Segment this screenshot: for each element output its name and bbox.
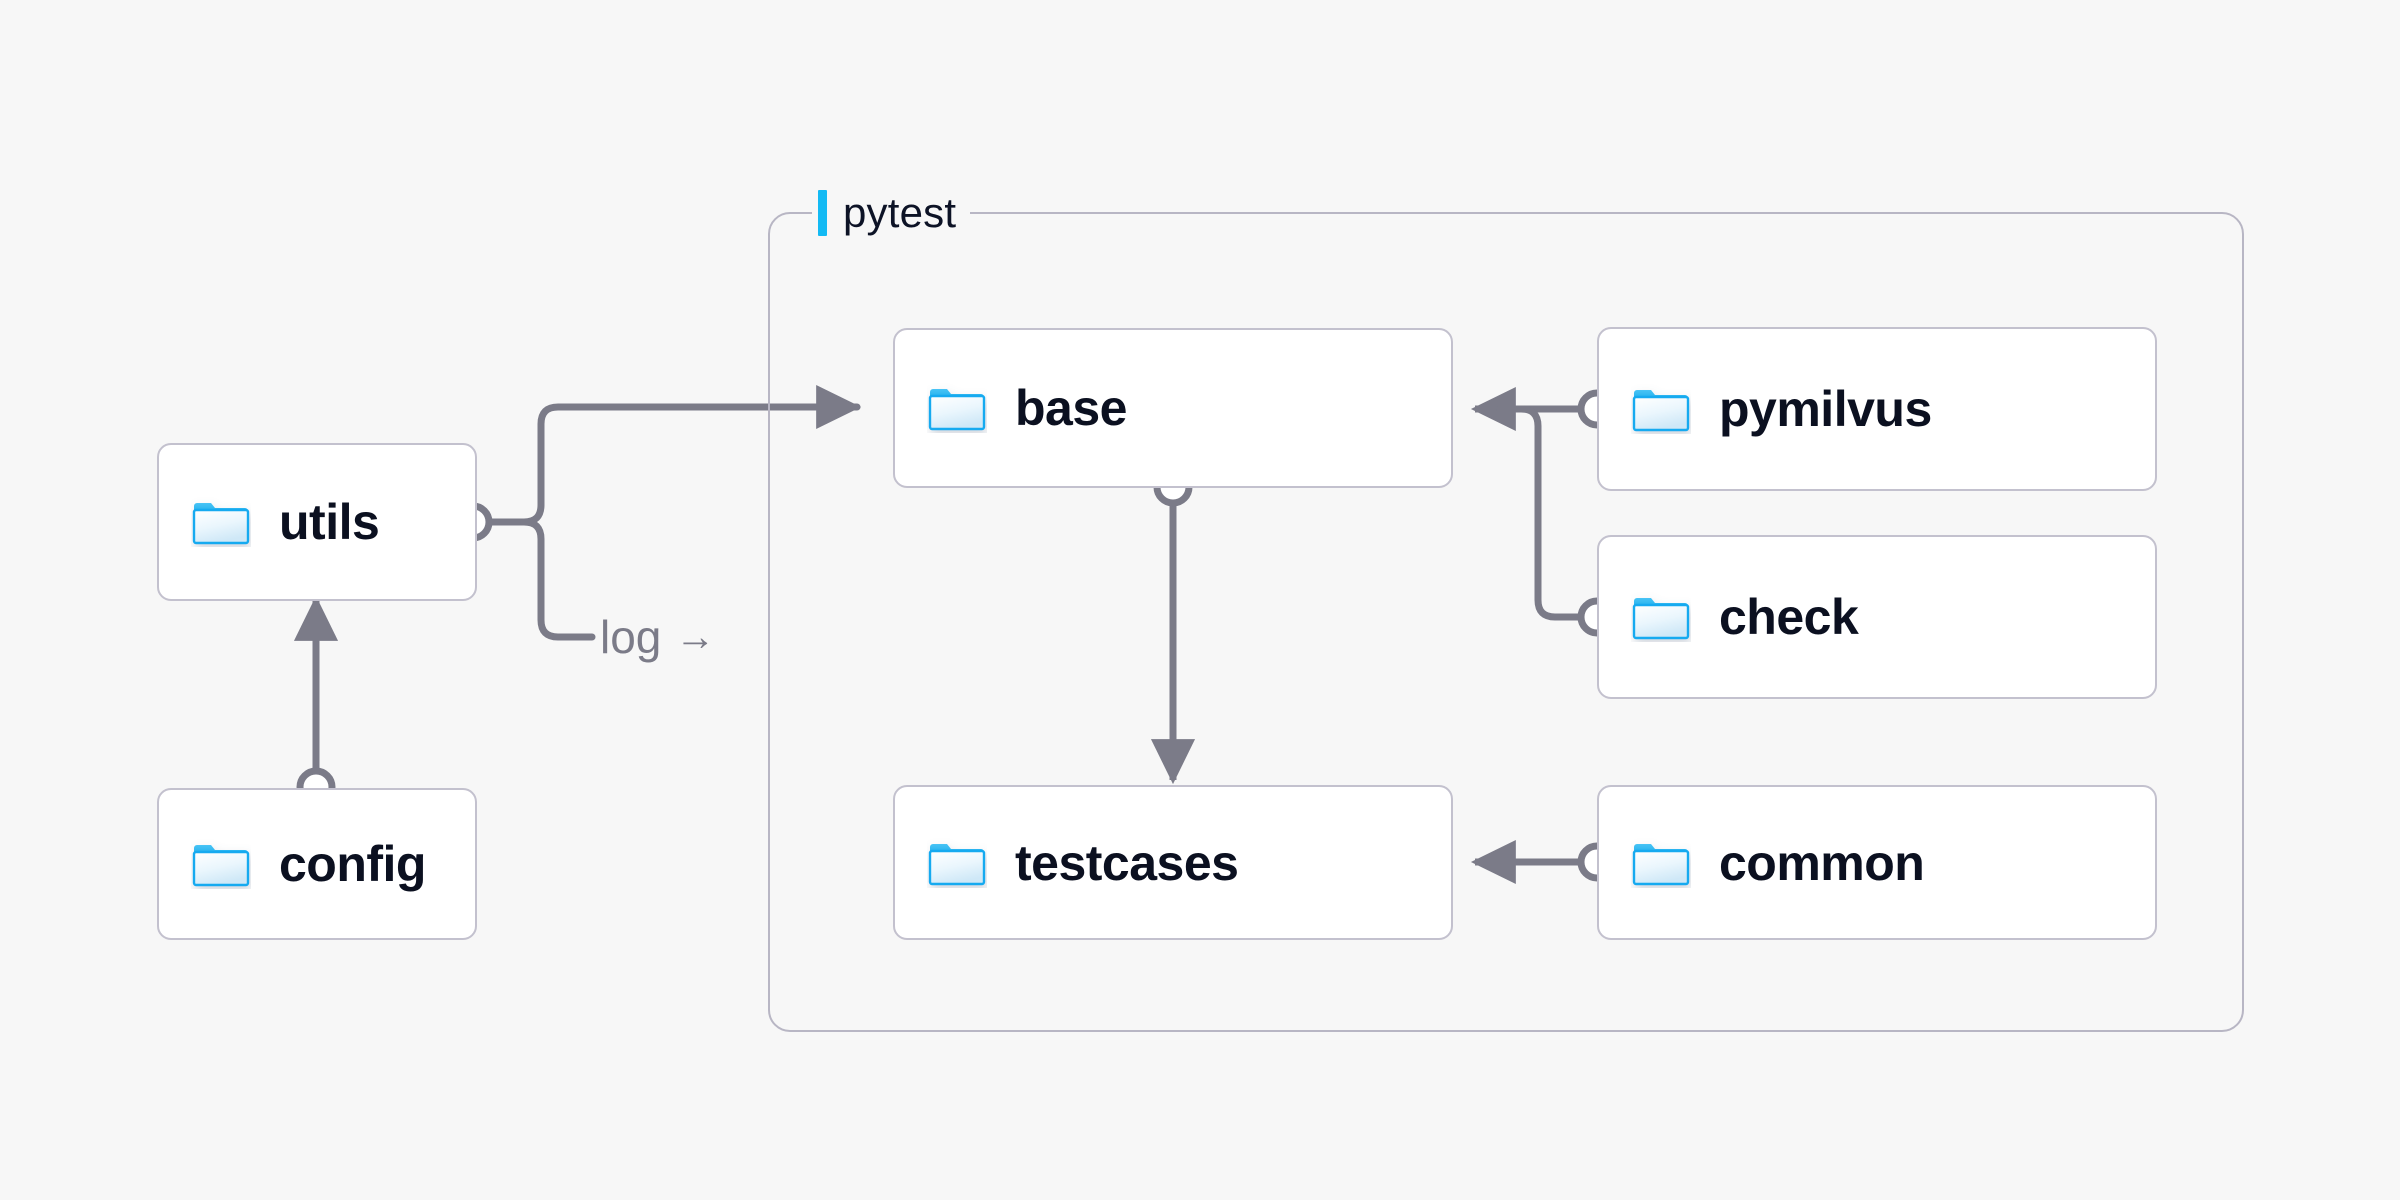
node-pymilvus[interactable]: pymilvus xyxy=(1597,327,2157,491)
folder-icon xyxy=(1632,390,1690,432)
node-label: check xyxy=(1719,589,1859,645)
edge-utils-to-log xyxy=(520,518,596,641)
edge-config-to-utils xyxy=(293,595,339,807)
node-label: config xyxy=(279,836,426,892)
node-base[interactable]: base xyxy=(893,328,1453,488)
group-pytest xyxy=(768,212,2244,1032)
node-label: pymilvus xyxy=(1719,381,1932,437)
group-pytest-label: pytest xyxy=(812,187,971,239)
group-title: pytest xyxy=(843,189,957,236)
group-accent-bar xyxy=(818,190,827,236)
node-testcases[interactable]: testcases xyxy=(893,785,1453,940)
node-label: base xyxy=(1015,380,1127,436)
folder-icon xyxy=(192,845,250,887)
folder-icon xyxy=(928,389,986,431)
node-label: common xyxy=(1719,834,1925,891)
node-config[interactable]: config xyxy=(157,788,477,940)
folder-icon xyxy=(1632,598,1690,640)
edge-label-log-text: log xyxy=(600,611,662,663)
edge-label-log: log → xyxy=(600,608,715,666)
folder-icon xyxy=(928,843,986,885)
folder-icon xyxy=(192,503,250,545)
node-utils[interactable]: utils xyxy=(157,443,477,601)
node-common[interactable]: common xyxy=(1597,785,2157,940)
node-check[interactable]: check xyxy=(1597,535,2157,699)
arrow-right-icon: → xyxy=(675,615,716,659)
folder-icon xyxy=(1632,843,1690,885)
node-label: utils xyxy=(279,494,380,550)
node-label: testcases xyxy=(1015,834,1239,891)
